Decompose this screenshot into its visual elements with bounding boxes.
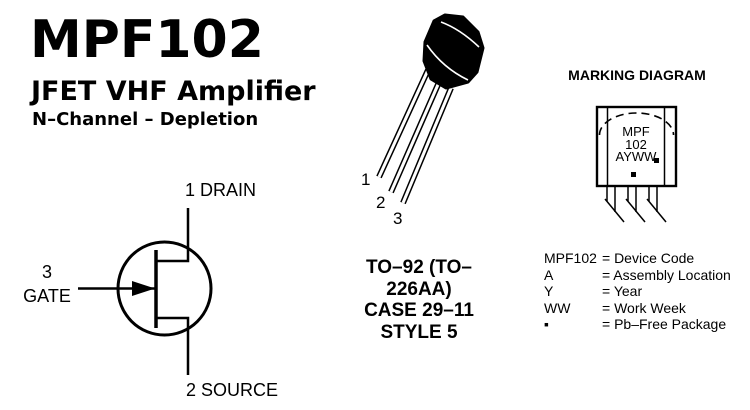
- legend-value: = Device Code: [602, 250, 695, 266]
- marking-package-drawing: [595, 105, 678, 223]
- to92-pin2-number: 2: [376, 193, 386, 212]
- channel-type-label: N–Channel – Depletion: [32, 109, 259, 130]
- device-subtitle: JFET VHF Amplifier: [31, 76, 316, 107]
- marking-leads: [604, 186, 667, 223]
- marking-line-3: AYWW: [615, 149, 657, 165]
- gate-pin-number: 3: [41, 262, 52, 282]
- pb-free-square-icon: [631, 172, 636, 177]
- jfet-symbol-drawing: [78, 208, 213, 375]
- legend-row-work-week: WW = Work Week: [544, 300, 731, 317]
- to92-pin1-number: 1: [361, 170, 371, 189]
- marking-line-2: 102: [625, 136, 647, 152]
- to92-top-ridge-highlight: [440, 21, 480, 48]
- legend-value: = Year: [602, 283, 643, 299]
- to92-body-highlight-arc: [426, 44, 469, 81]
- marking-dome-dashed-arc: [598, 112, 675, 136]
- legend-key: A: [544, 266, 554, 283]
- case-number-line: CASE 29–11: [364, 300, 474, 321]
- marking-legend: MPF102 = Device Code A = Assembly Locati…: [544, 250, 731, 333]
- part-number-title: MPF102: [30, 10, 264, 70]
- gate-pin-label: 3 GATE: [22, 260, 72, 308]
- case-caption: TO–92 (TO–226AA) CASE 29–11 STYLE 5: [334, 257, 504, 343]
- legend-value: = Assembly Location: [602, 266, 731, 283]
- gate-arrow-icon: [132, 281, 155, 296]
- legend-key: WW: [544, 299, 571, 316]
- to92-body: [422, 13, 485, 90]
- source-lead-line: [156, 316, 190, 375]
- pb-free-square-icon: [654, 158, 659, 163]
- source-pin-label: 2 SOURCE: [186, 380, 279, 400]
- legend-key: Y: [544, 283, 554, 299]
- drain-pin-label: 1 DRAIN: [185, 180, 257, 200]
- marking-diagram-heading: MARKING DIAGRAM: [568, 67, 706, 83]
- marking-code-text: MPF 102 AYWW: [601, 124, 671, 165]
- legend-row-assembly: A = Assembly Location: [544, 267, 731, 284]
- gate-pin-name: GATE: [23, 286, 71, 306]
- legend-row-pb-free: ▪ = Pb–Free Package: [544, 316, 731, 333]
- marking-line-1: MPF: [622, 124, 650, 139]
- legend-row-device-code: MPF102 = Device Code: [544, 250, 731, 267]
- drain-lead-line: [156, 208, 190, 263]
- legend-key: MPF102: [544, 250, 597, 266]
- legend-value: = Work Week: [602, 299, 686, 316]
- case-type-line: TO–92 (TO–226AA): [366, 257, 472, 300]
- legend-row-year: Y = Year: [544, 283, 731, 300]
- case-style-line: STYLE 5: [380, 321, 458, 343]
- to92-pin3-number: 3: [393, 209, 403, 228]
- legend-key-square-icon: ▪: [544, 316, 549, 332]
- to92-package-drawing: [376, 13, 485, 205]
- legend-value: = Pb–Free Package: [602, 316, 727, 332]
- to92-leads: [376, 68, 454, 205]
